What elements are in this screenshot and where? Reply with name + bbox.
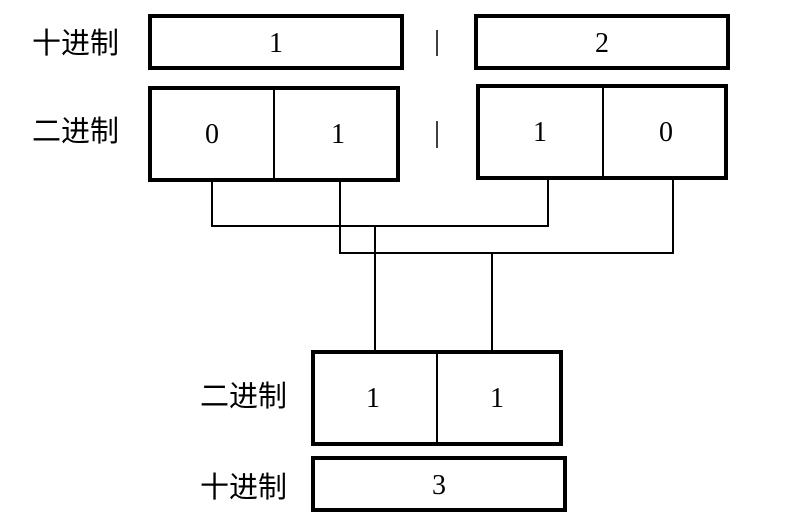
- left-binary-bit-0: 0: [205, 119, 219, 150]
- right-decimal-value: 2: [595, 28, 609, 59]
- low-bit-connector: [339, 178, 674, 254]
- result-decimal-value: 3: [432, 470, 446, 501]
- result-binary-bit-0: 1: [366, 383, 380, 414]
- top-decimal-label: 十进制: [32, 26, 119, 60]
- result-decimal-box: [311, 456, 567, 512]
- left-binary-bit-1: 1: [331, 119, 345, 150]
- right-decimal-box: [474, 14, 730, 70]
- high-bit-connector: [211, 178, 549, 227]
- right-binary-bit-0: 1: [533, 117, 547, 148]
- top-binary-label: 二进制: [32, 114, 119, 148]
- left-decimal-box: [148, 14, 404, 70]
- left-decimal-value: 1: [269, 28, 283, 59]
- result-binary-bit-1: 1: [490, 383, 504, 414]
- right-binary-bit-1: 0: [659, 117, 673, 148]
- result-binary-label: 二进制: [200, 379, 287, 413]
- result-decimal-label: 十进制: [200, 470, 287, 504]
